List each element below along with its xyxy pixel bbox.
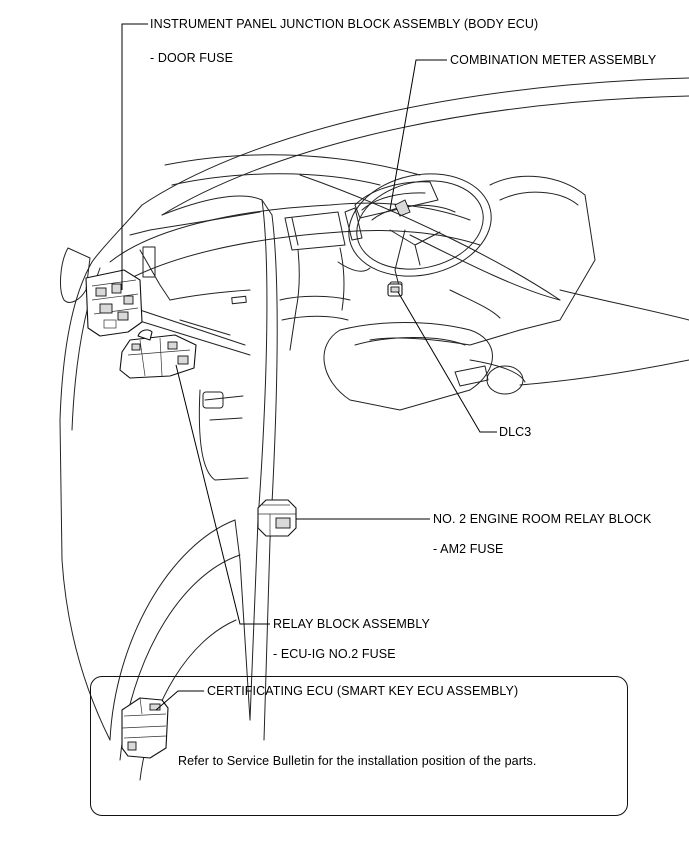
driver-seat [299,174,689,411]
ecu-ig-fuse-label: - ECU-IG NO.2 FUSE [273,647,396,661]
certificating-ecu-frame [90,676,628,816]
junction-block-label: INSTRUMENT PANEL JUNCTION BLOCK ASSEMBLY… [150,17,539,31]
engine-room-relay-block [257,499,297,537]
relay-block-assembly [119,329,197,379]
dashboard [109,202,481,356]
service-bulletin-note: Refer to Service Bulletin for the instal… [178,754,537,768]
door-fuse-label: - DOOR FUSE [150,51,234,65]
dlc3-connector [387,283,403,297]
certificating-ecu-part [121,697,169,759]
combination-meter-label: COMBINATION METER ASSEMBLY [450,53,657,67]
dlc3-label: DLC3 [499,425,532,439]
callout-lines [121,23,497,711]
am2-fuse-label: - AM2 FUSE [433,542,504,556]
engine-room-relay-label: NO. 2 ENGINE ROOM RELAY BLOCK [433,512,652,526]
vehicle-body-outline [59,77,689,781]
certificating-ecu-label: CERTIFICATING ECU (SMART KEY ECU ASSEMBL… [207,684,519,698]
junction-block-assembly [85,269,143,337]
relay-block-label: RELAY BLOCK ASSEMBLY [273,617,430,631]
